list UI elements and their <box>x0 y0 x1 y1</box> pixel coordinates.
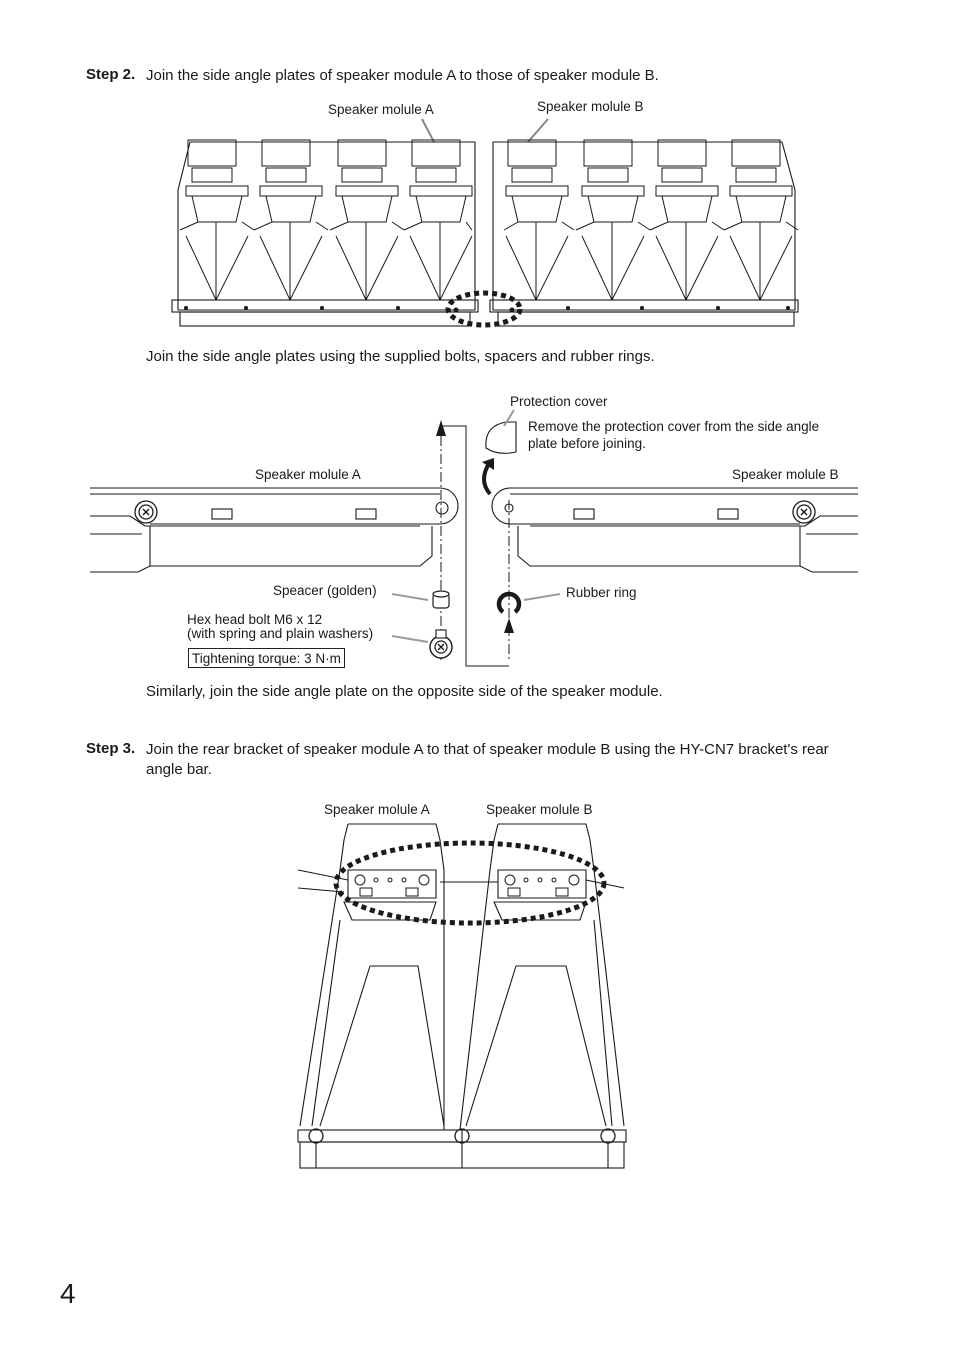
step2-text: Join the side angle plates of speaker mo… <box>146 67 659 84</box>
fig2-torque-box: Tightening torque: 3 N·m <box>188 648 345 668</box>
hex-bolt-icon <box>429 629 453 659</box>
figure-side-angle-plate-join <box>90 409 858 667</box>
spacer-icon <box>432 590 450 609</box>
step3-label: Step 3. <box>86 740 136 757</box>
fig2-label-module-a: Speaker molule A <box>255 467 361 482</box>
figure-speaker-array-front <box>171 118 799 328</box>
joint-highlight-circle <box>445 290 523 328</box>
fig2-remove-note-line1: Remove the protection cover from the sid… <box>528 419 820 434</box>
fig3-label-module-a: Speaker molule A <box>324 802 430 817</box>
rear-bracket-highlight-circle <box>333 840 607 926</box>
fig2-bolt-label-line2: (with spring and plain washers) <box>187 626 374 641</box>
fig2-rubber-ring-label: Rubber ring <box>566 585 637 600</box>
protection-cover-icon <box>485 421 517 454</box>
fig2-bolt-label-line1: Hex head bolt M6 x 12 <box>187 612 323 627</box>
fig2-spacer-label: Speacer (golden) <box>273 583 377 598</box>
step2-similarly: Similarly, join the side angle plate on … <box>146 683 663 700</box>
rubber-ring-icon <box>496 591 522 614</box>
fig1-label-module-b: Speaker molule B <box>537 99 644 114</box>
step2-label: Step 2. <box>86 66 136 83</box>
page-number: 4 <box>60 1278 76 1309</box>
fig1-label-module-a: Speaker molule A <box>328 102 434 117</box>
fig2-label-module-b: Speaker molule B <box>732 467 839 482</box>
fig2-protection-cover-label: Protection cover <box>510 394 608 409</box>
fig2-remove-note-line2: plate before joining. <box>528 436 646 451</box>
figure-rear-bracket-join <box>297 823 627 1169</box>
fig3-label-module-b: Speaker molule B <box>486 802 593 817</box>
step3-text-line2: angle bar. <box>146 761 212 778</box>
step2-instruction: Join the side angle plates using the sup… <box>146 348 655 365</box>
step3-text-line1: Join the rear bracket of speaker module … <box>146 741 829 758</box>
